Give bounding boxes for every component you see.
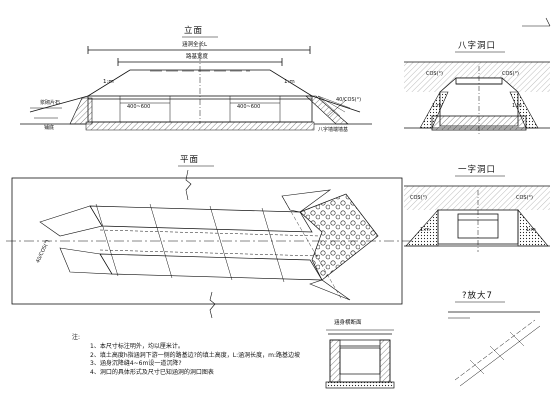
elevation-title: 立面 — [184, 26, 204, 36]
left-slope-label: 1:m — [103, 79, 114, 85]
elevation-left-note: 浆砌片石 — [40, 100, 61, 106]
a-wall-view — [404, 61, 550, 134]
a-wall-slope-right: 1:m — [512, 103, 522, 109]
straight-wall-slope-right: 1:m — [526, 227, 536, 233]
note-item: 4、洞口的具体形式及尺寸已知涵洞的洞口图表 — [90, 369, 214, 377]
overall-length-label: 涵洞全长L — [182, 42, 208, 48]
elevation-ratio-label: 40/COS(°) — [336, 97, 362, 103]
detail-view — [448, 311, 541, 387]
a-wall-slope-left: 1:m — [432, 103, 442, 109]
elevation-right-note: 八字墙端墙基 — [318, 127, 349, 133]
a-wall-cos-left: COS(°) — [426, 71, 444, 77]
detail-title: ?放大7 — [462, 291, 493, 301]
plan-view — [6, 169, 412, 319]
a-wall-cos-right: COS(°) — [502, 71, 520, 77]
straight-wall-title: 一字洞口 — [458, 165, 497, 175]
elevation-left-bottom-note: 铺底 — [44, 125, 55, 131]
section-title: 涵身横断面 — [334, 320, 362, 326]
elevation-view — [20, 44, 372, 131]
straight-wall-view — [404, 185, 550, 252]
note-item: 1、本尺寸标注明外，均以厘米计。 — [90, 342, 184, 350]
right-slope-label: 1:m — [284, 79, 295, 85]
straight-wall-slope-left: 1:m — [420, 227, 430, 233]
segment-right-label: 400~600 — [237, 104, 261, 110]
section-view — [325, 333, 395, 389]
title-underlines — [178, 36, 505, 331]
segment-left-label: 400~600 — [127, 104, 151, 110]
notes-block: 注: 1、本尺寸标注明外，均以厘米计。 2、填土高度h指涵洞下游一侧的路基边?的… — [72, 334, 301, 378]
a-wall-title: 八字洞口 — [458, 41, 497, 51]
roadbed-width-label: 路基宽度 — [186, 54, 209, 60]
straight-wall-cos-left: COS(°) — [410, 195, 428, 201]
notes-heading: 注: — [72, 334, 81, 341]
note-item: 3、涵身沉降缝4~6m设一道沉降? — [90, 360, 182, 368]
plan-title: 平面 — [180, 155, 200, 165]
note-item: 2、填土高度h指涵洞下游一侧的路基边?的填土高度，L:涵洞长度，m:路基边坡 — [90, 351, 301, 359]
corner-mark — [522, 17, 551, 27]
straight-wall-cos-right: COS(°) — [516, 195, 534, 201]
